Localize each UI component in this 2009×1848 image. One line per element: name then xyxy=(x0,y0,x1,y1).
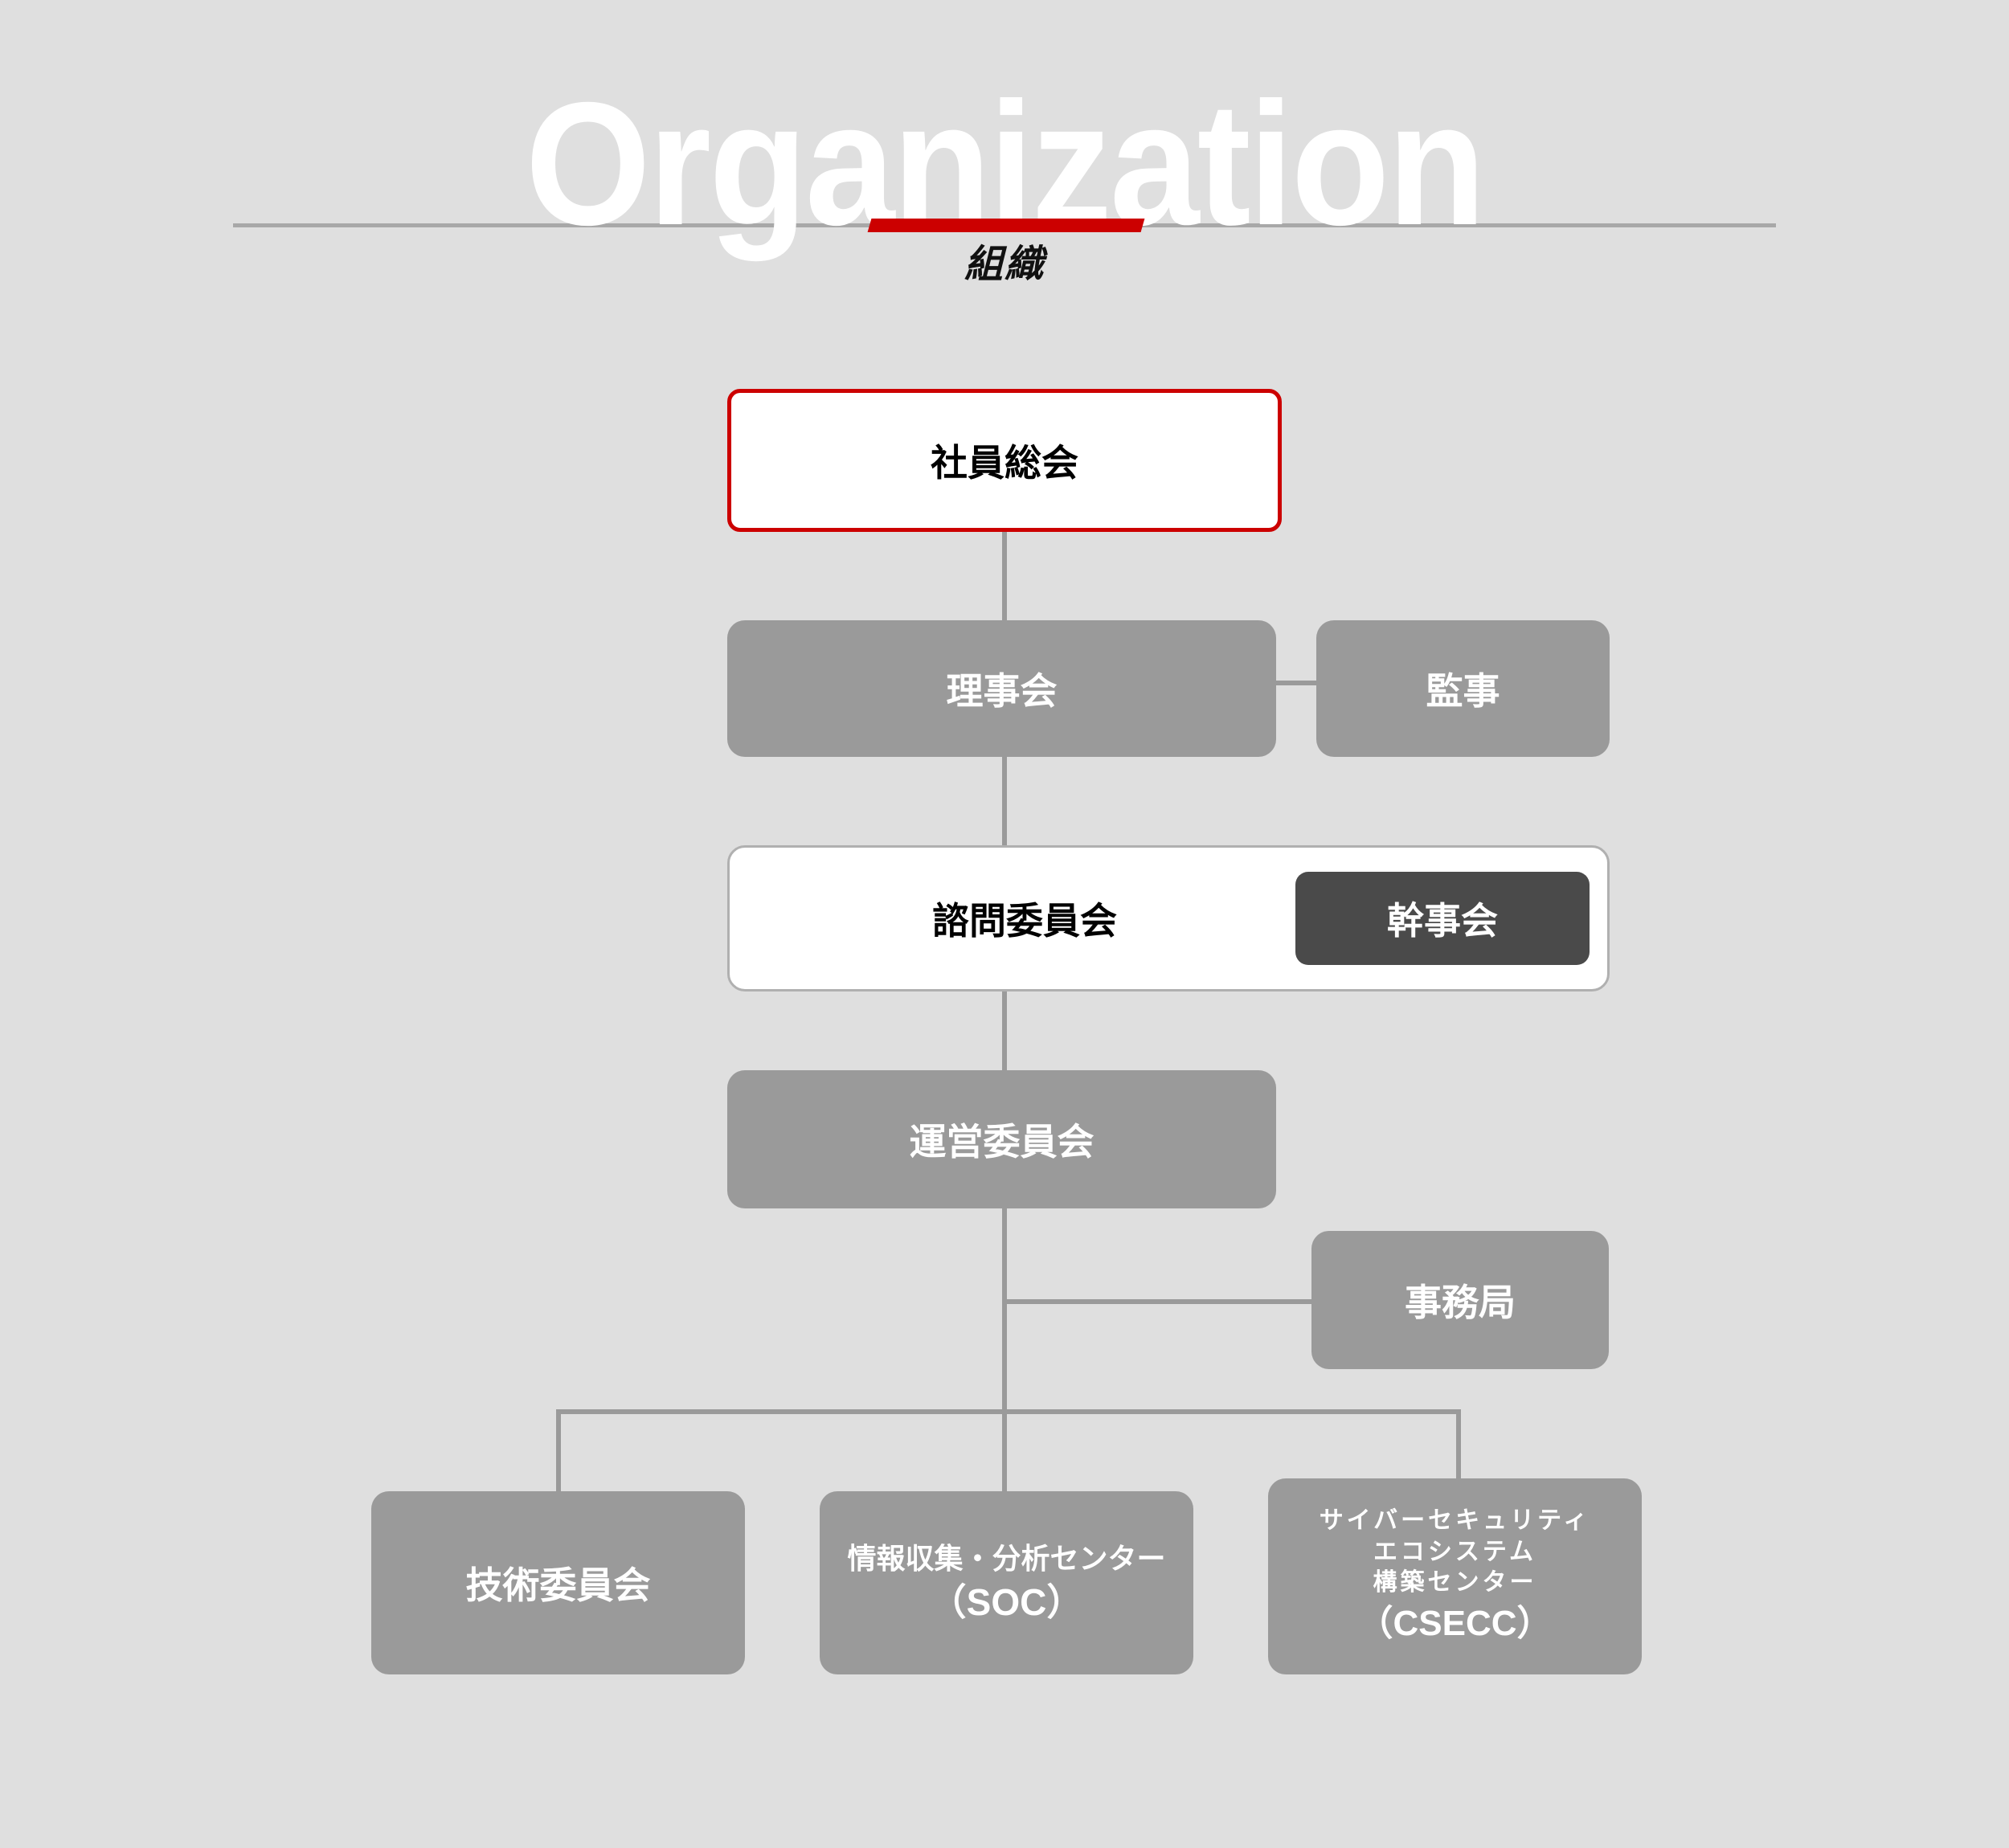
node-operating-committee[interactable]: 運営委員会 xyxy=(727,1070,1276,1208)
node-general-assembly-label: 社員総会 xyxy=(931,442,1078,484)
page-subtitle: 組織 xyxy=(964,243,1045,286)
node-advisory-committee[interactable]: 諮問委員会 xyxy=(759,845,1290,991)
connector-bottom-bus xyxy=(556,1409,1461,1414)
node-csecc-line4: （CSECC） xyxy=(1357,1604,1553,1644)
node-soc-line1: 情報収集・分析センター xyxy=(847,1541,1166,1575)
connector-trunk-to-secretariat xyxy=(1002,1299,1315,1304)
connector-advisory-to-operating xyxy=(1002,990,1007,1073)
node-csecc-line2: エコシステム xyxy=(1373,1538,1537,1565)
node-operating-committee-label: 運営委員会 xyxy=(909,1121,1095,1163)
node-board-of-directors[interactable]: 理事会 xyxy=(727,620,1276,757)
node-secretariat[interactable]: 事務局 xyxy=(1311,1231,1609,1369)
connector-board-to-auditor xyxy=(1274,681,1320,685)
node-technical-committee[interactable]: 技術委員会 xyxy=(371,1491,745,1674)
connector-drop-soc xyxy=(1002,1409,1007,1494)
node-csecc-text: サイバーセキュリティ エコシステム 構築センター （CSECC） xyxy=(1320,1506,1591,1646)
node-board-of-directors-label: 理事会 xyxy=(946,670,1058,712)
title-accent-bar xyxy=(867,219,1145,232)
node-auditor-label: 監事 xyxy=(1426,670,1500,712)
node-csecc[interactable]: サイバーセキュリティ エコシステム 構築センター （CSECC） xyxy=(1268,1478,1642,1674)
node-auditor[interactable]: 監事 xyxy=(1316,620,1610,757)
node-soc-text: 情報収集・分析センター （SOC） xyxy=(847,1540,1165,1626)
connector-operating-trunk xyxy=(1002,1207,1007,1414)
node-soc[interactable]: 情報収集・分析センター （SOC） xyxy=(820,1491,1193,1674)
node-general-assembly[interactable]: 社員総会 xyxy=(727,389,1282,532)
node-soc-line2: （SOC） xyxy=(929,1580,1084,1623)
connector-board-to-advisory xyxy=(1002,751,1007,849)
node-advisory-committee-label: 諮問委員会 xyxy=(932,900,1117,942)
node-technical-committee-label: 技術委員会 xyxy=(465,1564,651,1606)
node-csecc-line1: サイバーセキュリティ xyxy=(1319,1507,1591,1535)
node-steering-board-label: 幹事会 xyxy=(1387,900,1498,942)
connector-drop-csecc xyxy=(1456,1409,1461,1494)
node-secretariat-label: 事務局 xyxy=(1405,1282,1516,1323)
node-csecc-line3: 構築センター xyxy=(1373,1569,1537,1597)
connector-drop-technical xyxy=(556,1409,561,1494)
connector-assembly-to-board xyxy=(1002,530,1007,627)
node-steering-board[interactable]: 幹事会 xyxy=(1295,872,1590,965)
